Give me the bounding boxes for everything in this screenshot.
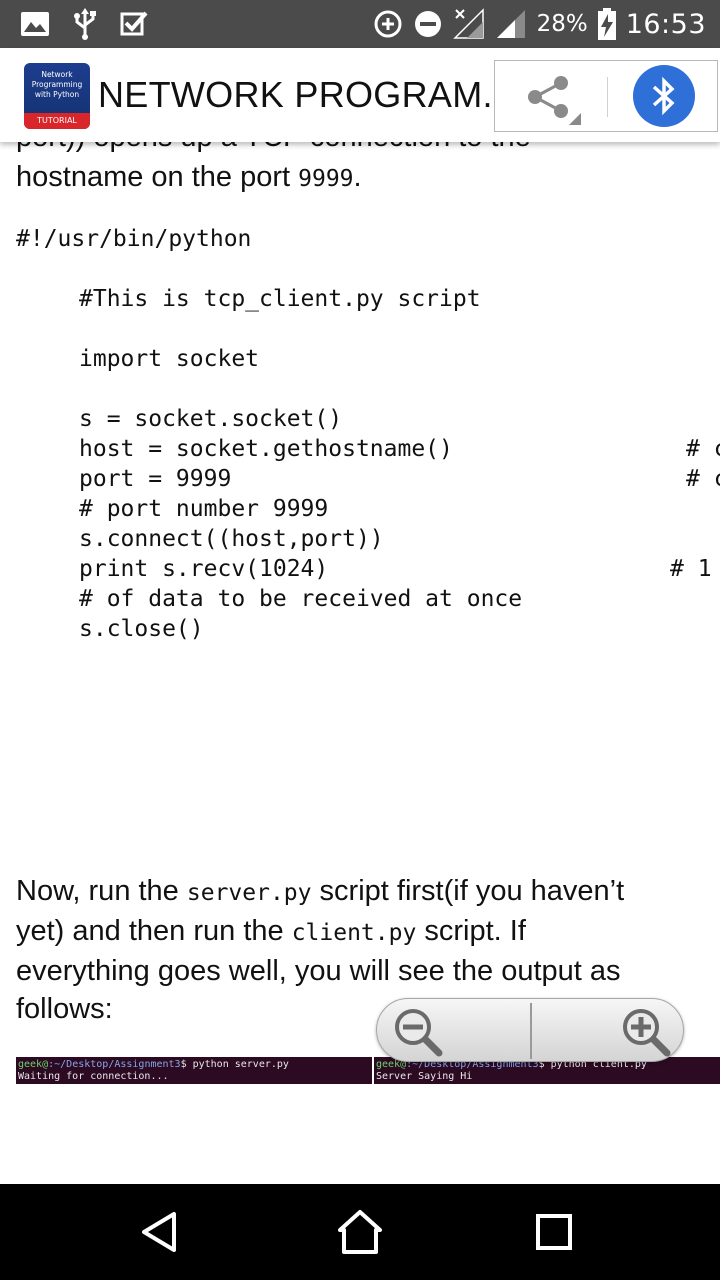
- recents-button[interactable]: [530, 1208, 578, 1256]
- code-comment-cut: # 1: [670, 556, 712, 582]
- terminal-screenshot-server: geek@:~/Desktop/Assignment3$ python serv…: [16, 1057, 372, 1084]
- back-button[interactable]: [136, 1208, 184, 1256]
- code-comment-cut: # c: [686, 466, 720, 492]
- code-line: # of data to be received at once: [79, 586, 523, 612]
- home-button[interactable]: [336, 1208, 384, 1256]
- code-line: #!/usr/bin/python: [16, 226, 252, 252]
- code-comment-cut: # c: [686, 436, 720, 462]
- code-line: port = 9999: [79, 466, 232, 492]
- outro-paragraph: Now, run the server.py script first(if y…: [16, 875, 625, 1025]
- zoom-out-icon: [395, 1009, 443, 1057]
- action-buttons: [494, 60, 718, 132]
- battery-charging-icon: [597, 8, 616, 40]
- status-bar: 28% 16:53: [0, 0, 720, 48]
- app-logo: Network Programming with Python TUTORIAL: [24, 63, 90, 129]
- usb-icon: [74, 8, 96, 40]
- recents-icon: [536, 1214, 572, 1250]
- do-not-disturb-icon: [414, 11, 441, 37]
- code-line: s.close(): [79, 616, 204, 642]
- action-divider: [607, 77, 608, 117]
- code-line: # port number 9999: [79, 496, 329, 522]
- bluetooth-icon: [652, 76, 675, 116]
- zoom-controls: [376, 998, 684, 1062]
- zoom-out-button[interactable]: [389, 1003, 445, 1059]
- gallery-icon: [21, 12, 49, 36]
- zoom-in-icon: [623, 1009, 671, 1057]
- code-line: #This is tcp_client.py script: [79, 286, 481, 312]
- partial-text-line: port)) opens up a TCP connection to the: [16, 142, 531, 154]
- share-button[interactable]: [515, 69, 583, 125]
- code-line: s.connect((host,port)): [79, 526, 384, 552]
- check-box-icon: [120, 11, 148, 36]
- back-icon: [142, 1212, 176, 1252]
- battery-percent: 28%: [536, 11, 588, 37]
- app-title: NETWORK PROGRAM..: [98, 74, 504, 115]
- share-icon: [528, 76, 581, 125]
- signal-icon: [496, 10, 525, 38]
- signal-no-service-icon: [452, 8, 484, 39]
- article-content: port)) opens up a TCP connection to the …: [0, 142, 720, 1184]
- navigation-bar: [0, 1184, 720, 1280]
- data-saver-icon: [374, 10, 402, 38]
- intro-paragraph: hostname on the port 9999.: [16, 161, 362, 193]
- app-bar: Network Programming with Python TUTORIAL…: [0, 48, 720, 142]
- home-icon: [338, 1210, 382, 1254]
- bluetooth-button[interactable]: [633, 65, 695, 127]
- clock: 16:53: [625, 8, 706, 40]
- zoom-divider: [530, 1003, 532, 1059]
- code-line: host = socket.gethostname(): [79, 436, 453, 462]
- code-line: print s.recv(1024): [79, 556, 329, 582]
- code-line: s = socket.socket(): [79, 406, 343, 432]
- code-line: import socket: [79, 346, 260, 372]
- zoom-in-button[interactable]: [617, 1003, 673, 1059]
